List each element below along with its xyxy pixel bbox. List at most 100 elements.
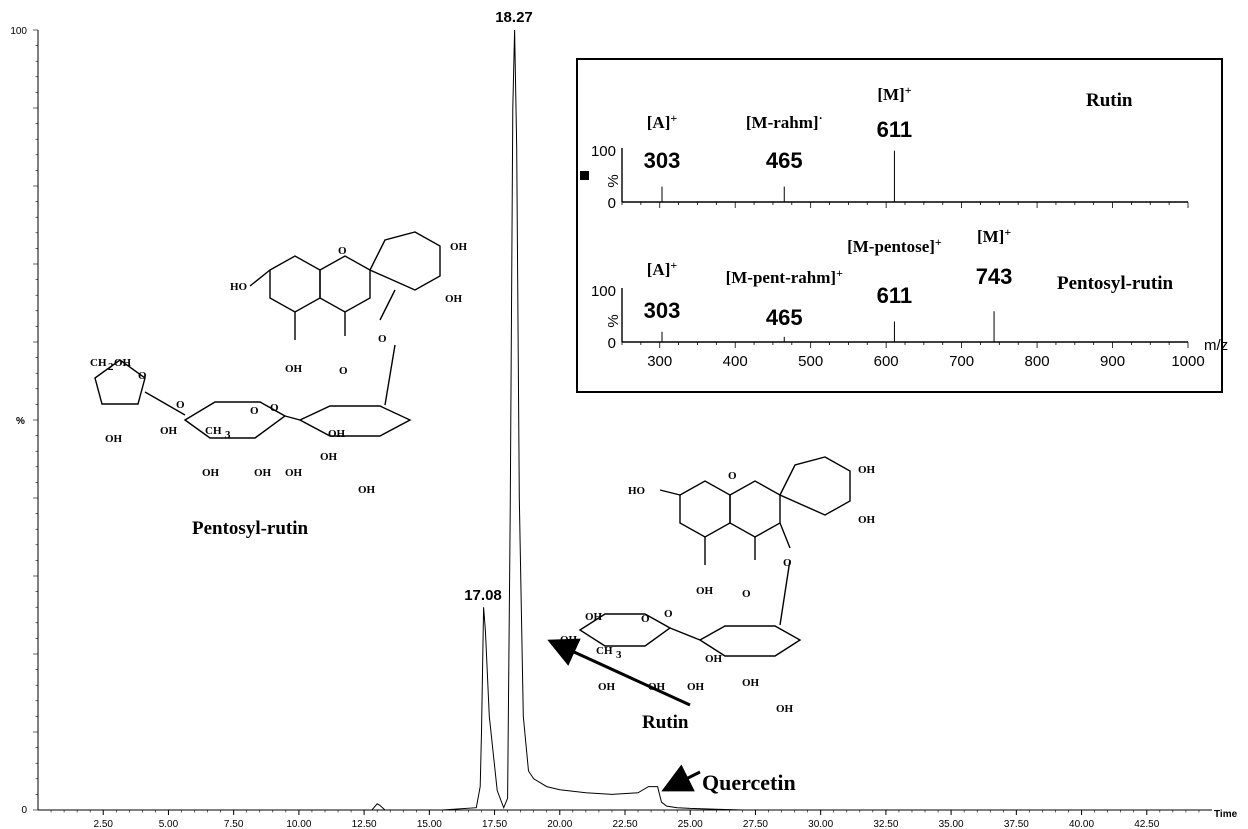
spectrum-peak-value: 611 — [877, 283, 913, 308]
peak-label-18-27: 18.27 — [495, 9, 533, 26]
svg-text:OH: OH — [585, 611, 603, 623]
spectrum-y-tick: 0 — [608, 335, 616, 352]
svg-text:OH: OH — [202, 467, 220, 479]
svg-text:OH: OH — [742, 677, 760, 689]
spectrum-y-tick: 100 — [591, 143, 616, 160]
rutin-atom-labels: HO O OH OH OH O O O O OH OH OH OH OH OH … — [560, 464, 876, 715]
spectrum-2-name: Pentosyl-rutin — [1057, 273, 1174, 294]
x-ticks: 2.50 5.00 7.50 10.00 12.50 15.00 17.50 20.00 22.… — [50, 810, 1200, 829]
spectrum-peak-value: 465 — [766, 148, 803, 173]
x-tick-label: 37.50 — [1004, 819, 1029, 829]
svg-text:OH: OH — [105, 433, 123, 445]
x-tick-label: 7.50 — [224, 819, 244, 829]
spectrum-peak-value: 303 — [644, 148, 681, 173]
mz-tick-label: 500 — [798, 353, 823, 370]
spectrum-1-name: Rutin — [1086, 90, 1133, 111]
svg-text:2: 2 — [108, 361, 114, 373]
svg-text:OH: OH — [776, 703, 794, 715]
x-tick-label: 35.00 — [939, 819, 964, 829]
chromatogram-trace — [38, 29, 1212, 811]
marker-square — [580, 171, 589, 180]
svg-text:O: O — [176, 399, 185, 411]
spectrum-ion-label: [M]+ — [877, 83, 911, 104]
y-tick-100: 100 — [10, 26, 27, 37]
spectrum-ion-label: [M-pentose]+ — [847, 235, 942, 256]
spectrum-y-tick: 100 — [591, 283, 616, 300]
pentosyl-rutin-label: Pentosyl-rutin — [192, 518, 309, 539]
mz-tick-label: 600 — [874, 353, 899, 370]
svg-text:3: 3 — [616, 649, 622, 661]
rutin-structure — [578, 456, 851, 657]
x-tick-label: 12.50 — [352, 819, 377, 829]
svg-text:OH: OH — [114, 357, 132, 369]
mz-axis-label: m/z — [1204, 337, 1228, 354]
svg-text:CH: CH — [596, 645, 613, 657]
spectrum-y-label: % — [605, 174, 622, 187]
x-tick-label: 40.00 — [1069, 819, 1094, 829]
svg-text:O: O — [250, 405, 259, 417]
mz-tick-label: 400 — [723, 353, 748, 370]
x-tick-label: 5.00 — [159, 819, 179, 829]
spectrum-ion-label: [M-pent-rahm]+ — [726, 266, 843, 287]
mass-spectrum-marks: 1000%303[A]+465[M-rahm]·611[M]+1000%303[… — [591, 83, 1205, 370]
svg-text:O: O — [664, 608, 673, 620]
svg-text:O: O — [641, 613, 650, 625]
x-tick-label: 32.50 — [873, 819, 898, 829]
y-tick-0: 0 — [21, 805, 27, 816]
spectrum-peak-value: 743 — [976, 264, 1013, 289]
x-tick-label: 15.00 — [417, 819, 442, 829]
mass-spectrum-inset: Rutin Pentosyl-rutin m/z — [576, 58, 1228, 393]
rutin-label: Rutin — [642, 712, 689, 733]
svg-text:HO: HO — [230, 281, 248, 293]
x-tick-label: 20.00 — [547, 819, 572, 829]
spectrum-ion-label: [A]+ — [647, 258, 678, 279]
svg-text:OH: OH — [254, 467, 272, 479]
x-tick-label: 17.50 — [482, 819, 507, 829]
x-tick-label: 10.00 — [286, 819, 311, 829]
x-tick-label: 30.00 — [808, 819, 833, 829]
svg-text:OH: OH — [560, 634, 578, 646]
x-tick-label: 27.50 — [743, 819, 768, 829]
svg-text:OH: OH — [450, 241, 468, 253]
svg-text:O: O — [338, 245, 347, 257]
svg-text:OH: OH — [328, 428, 346, 440]
spectrum-ion-label: [M-rahm]· — [746, 111, 823, 132]
spectrum-ion-label: [M]+ — [977, 225, 1011, 246]
svg-text:O: O — [339, 365, 348, 377]
svg-text:O: O — [728, 470, 737, 482]
svg-text:OH: OH — [160, 425, 178, 437]
svg-text:CH: CH — [205, 425, 222, 437]
quercetin-arrow — [661, 764, 701, 792]
x-tick-label: 2.50 — [93, 819, 113, 829]
svg-text:OH: OH — [696, 585, 714, 597]
svg-text:O: O — [270, 402, 279, 414]
spectrum-peak-value: 465 — [766, 305, 803, 330]
x-tick-label: 22.50 — [612, 819, 637, 829]
svg-text:O: O — [742, 588, 751, 600]
svg-text:OH: OH — [598, 681, 616, 693]
spectrum-peak-value: 611 — [877, 117, 913, 142]
svg-text:OH: OH — [358, 484, 376, 496]
svg-text:OH: OH — [705, 653, 723, 665]
y-minor-ticks — [33, 29, 38, 811]
mz-tick-label: 700 — [949, 353, 974, 370]
quercetin-label: Quercetin — [702, 770, 796, 795]
spectrum-peak-value: 303 — [644, 298, 681, 323]
svg-text:O: O — [783, 557, 792, 569]
mz-tick-label: 1000 — [1171, 353, 1204, 370]
spectrum-y-label: % — [605, 314, 622, 327]
svg-text:OH: OH — [858, 514, 876, 526]
y-axis-label: % — [16, 416, 25, 427]
svg-text:OH: OH — [648, 681, 666, 693]
svg-text:O: O — [138, 370, 147, 382]
pentosyl-rutin-atom-labels: HO O OH OH OH O O OH OH OH OH O O OH OH … — [90, 241, 468, 496]
x-tick-label: 42.50 — [1134, 819, 1159, 829]
pentosyl-rutin-structure — [94, 231, 441, 439]
svg-text:OH: OH — [445, 293, 463, 305]
svg-text:CH: CH — [90, 357, 107, 369]
mz-tick-label: 900 — [1100, 353, 1125, 370]
x-tick-label: 25.00 — [678, 819, 703, 829]
spectrum-ion-label: [A]+ — [647, 111, 678, 132]
mz-tick-label: 800 — [1025, 353, 1050, 370]
